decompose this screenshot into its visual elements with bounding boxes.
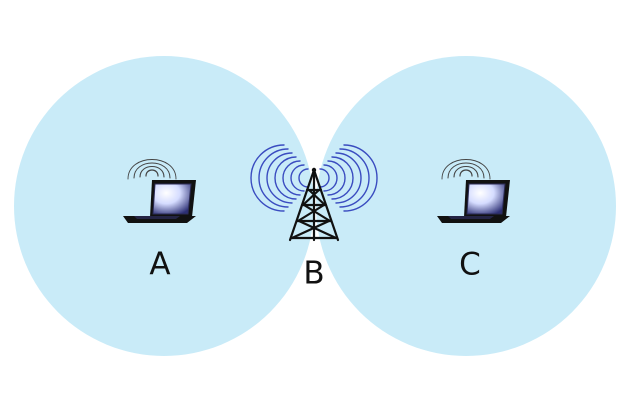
signal-waves-icon [250, 144, 378, 212]
wifi-waves-icon [441, 159, 491, 180]
laptop-icon [123, 180, 196, 223]
label-c: C [459, 247, 481, 283]
laptop-a [123, 159, 196, 223]
laptop-icon [437, 180, 510, 223]
wifi-waves-icon [127, 159, 177, 180]
laptop-c [437, 159, 510, 223]
label-a: A [149, 247, 170, 283]
antenna-tower-icon [288, 167, 340, 242]
label-b: B [303, 256, 324, 292]
tower-b [250, 144, 378, 242]
